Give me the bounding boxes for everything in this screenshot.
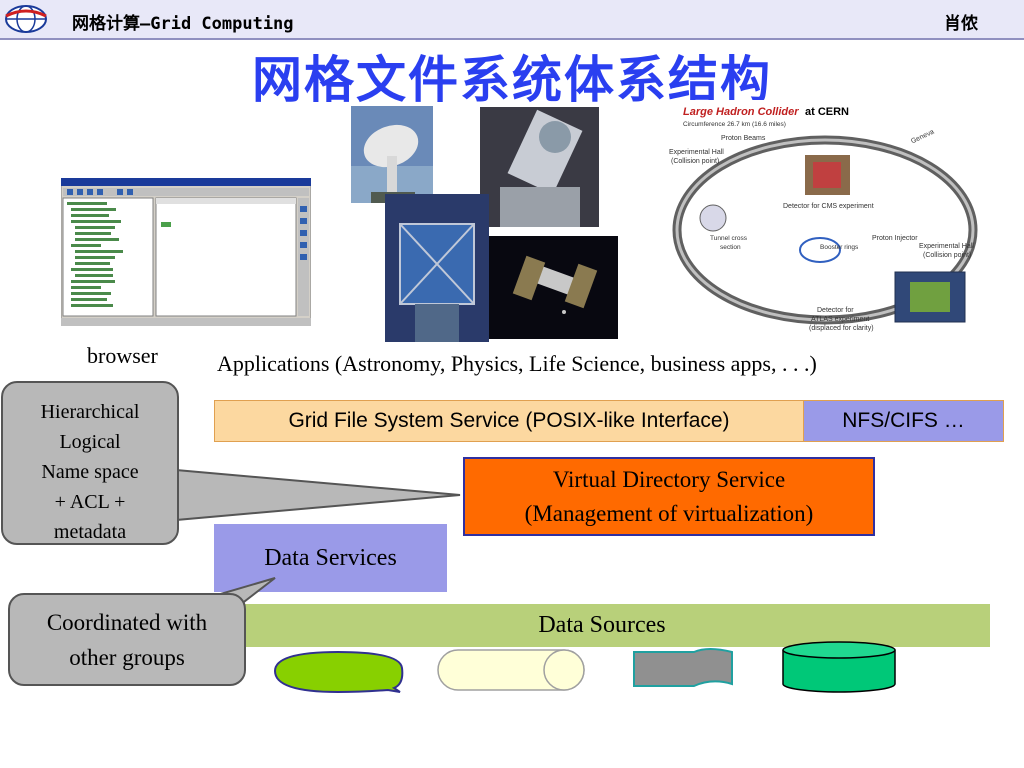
grid-file-system-service-box: Grid File System Service (POSIX-like Int… <box>214 400 804 442</box>
svg-text:ATLAS experiment: ATLAS experiment <box>811 316 869 323</box>
coordinated-callout: Coordinated with other groups <box>8 593 246 686</box>
storage-blob-icon <box>273 650 404 694</box>
svg-text:(displaced for clarity): (displaced for clarity) <box>809 325 874 332</box>
nfs-cifs-box: NFS/CIFS … <box>803 400 1004 442</box>
namespace-callout: Hierarchical Logical Name space + ACL + … <box>1 381 179 545</box>
callout-line: + ACL + <box>54 491 126 513</box>
browser-screenshot-image <box>61 178 311 326</box>
data-sources-bar: Data Sources <box>214 604 990 647</box>
database-cylinder-icon <box>782 641 896 693</box>
document-storage-icon <box>633 648 733 687</box>
header-bar <box>0 0 1024 40</box>
svg-text:Detector for: Detector for <box>817 307 854 314</box>
svg-text:Circumference 26.7 km (16.6 mi: Circumference 26.7 km (16.6 miles) <box>683 121 786 128</box>
callout-line: other groups <box>69 645 185 670</box>
browser-label: browser <box>87 343 158 368</box>
callout-line: Logical <box>59 431 121 453</box>
svg-text:Tunnel cross: Tunnel cross <box>710 235 748 242</box>
course-title: 网格计算—Grid Computing <box>72 14 294 34</box>
observatory-telescope-photo <box>480 107 599 227</box>
vds-line-2: (Management of virtualization) <box>524 500 814 526</box>
slide-title: 网格文件系统体系结构 <box>252 51 772 109</box>
callout-line: Name space <box>41 461 139 483</box>
applications-label: Applications (Astronomy, Physics, Life S… <box>217 351 817 376</box>
data-services-box: Data Services <box>214 524 447 592</box>
callout-line: Coordinated with <box>46 610 208 635</box>
vds-line-1: Virtual Directory Service <box>552 466 786 492</box>
svg-text:Proton Beams: Proton Beams <box>721 135 766 142</box>
svg-text:(Collision point): (Collision point) <box>671 158 719 165</box>
svg-text:(Collision point): (Collision point) <box>923 252 971 259</box>
svg-text:section: section <box>720 244 741 251</box>
globe-logo-icon <box>5 5 47 33</box>
svg-text:Booster rings: Booster rings <box>820 244 859 251</box>
author-name: 肖侬 <box>944 14 978 34</box>
lhc-title: Large Hadron Collider <box>683 106 799 118</box>
svg-text:Detector for CMS experiment: Detector for CMS experiment <box>783 203 874 210</box>
telescope-structure-photo <box>385 194 489 342</box>
svg-text:Proton Injector: Proton Injector <box>872 235 918 242</box>
svg-text:at CERN: at CERN <box>805 106 849 118</box>
svg-text:Experimental Hall: Experimental Hall <box>669 149 724 156</box>
virtual-directory-service-box: Virtual Directory Service (Management of… <box>463 457 875 536</box>
callout-line: metadata <box>53 521 127 543</box>
callout-line: Hierarchical <box>40 401 140 423</box>
hubble-space-telescope-photo <box>489 236 618 339</box>
lhc-diagram: Large Hadron Collider at CERN Circumfere… <box>665 100 987 340</box>
svg-text:Experimental Hall: Experimental Hall <box>919 243 974 250</box>
tape-cylinder-icon <box>437 649 585 691</box>
